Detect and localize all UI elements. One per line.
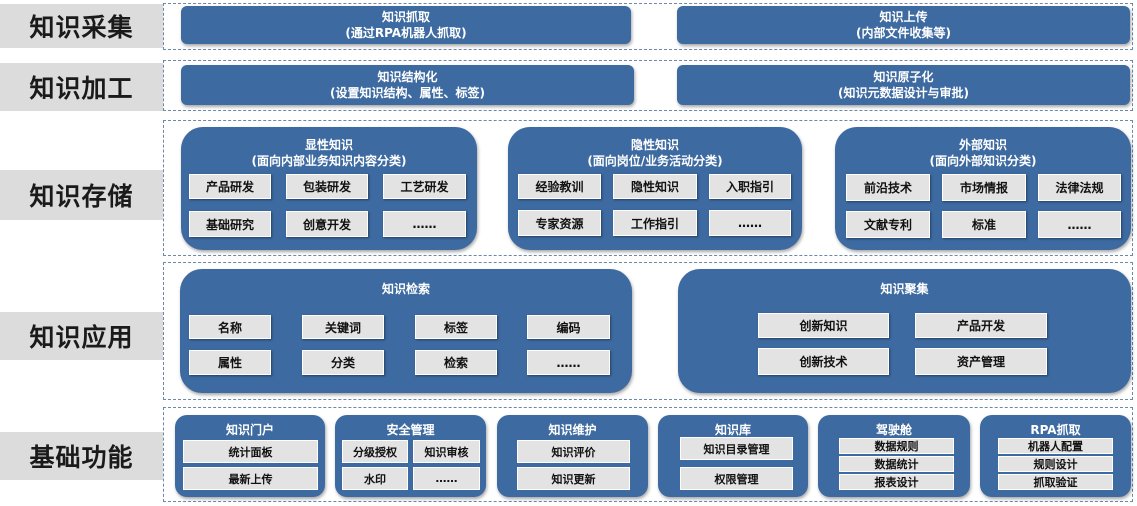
upload-title: 知识上传: [879, 10, 928, 24]
row-label-process: 知识加工: [0, 63, 163, 111]
chip-security-3: ……: [413, 467, 480, 490]
chip-explicit-1: 包装研发: [286, 174, 368, 199]
chip-portal-1: 最新上传: [183, 467, 318, 490]
chip-cluster-3: 资产管理: [915, 348, 1047, 375]
chip-portal-0: 统计面板: [183, 440, 318, 463]
atomize-subtitle: (知识元数据设计与审批): [838, 86, 969, 100]
chip-rpa-0: 机器人配置: [998, 438, 1113, 454]
chip-explicit-4: 创意开发: [286, 211, 368, 237]
chip-external-0: 前沿技术: [846, 174, 930, 201]
chip-explicit-2: 工艺研发: [383, 174, 466, 199]
structure-subtitle: (设置知识结构、属性、标签): [330, 86, 485, 100]
chip-tacit-4: 工作指引: [613, 210, 697, 236]
chip-library-0: 知识目录管理: [680, 437, 793, 460]
chip-explicit-0: 产品研发: [189, 174, 271, 199]
capture-title: 知识抓取: [381, 10, 430, 24]
chip-cockpit-2: 报表设计: [839, 474, 954, 490]
chip-tacit-5: ……: [709, 210, 791, 236]
maintain-title: 知识维护: [548, 423, 597, 437]
chip-search-0: 名称: [189, 315, 271, 339]
chip-cluster-2: 创新技术: [758, 348, 889, 375]
search-title: 知识检索: [381, 282, 430, 296]
chip-explicit-3: 基础研究: [189, 211, 271, 237]
chip-cockpit-1: 数据统计: [839, 456, 954, 472]
row-label-collect: 知识采集: [0, 4, 163, 48]
security-title: 安全管理: [386, 423, 435, 437]
chip-rpa-1: 规则设计: [998, 456, 1113, 472]
chip-rpa-2: 抓取验证: [998, 474, 1113, 490]
chip-cockpit-0: 数据规则: [839, 438, 954, 454]
row-label-store: 知识存储: [0, 170, 163, 220]
upload-subtitle: (内部文件收集等): [856, 26, 951, 40]
chip-search-7: ……: [527, 350, 610, 375]
cockpit-title: 驾驶舱: [875, 423, 912, 437]
structure-title: 知识结构化: [377, 70, 438, 84]
chip-search-5: 分类: [302, 350, 384, 375]
external-subtitle: (面向外部知识分类): [929, 154, 1037, 168]
chip-search-2: 标签: [415, 315, 497, 339]
portal-title: 知识门户: [225, 423, 274, 437]
section-collect: [163, 3, 1133, 50]
chip-cluster-0: 创新知识: [758, 313, 889, 338]
tacit-subtitle: (面向岗位/业务活动分类): [587, 154, 723, 168]
section-base: [163, 407, 1133, 502]
upload-box: 知识上传 (内部文件收集等): [677, 6, 1130, 44]
chip-search-3: 编码: [527, 315, 610, 339]
tacit-title: 隐性知识: [630, 138, 679, 152]
section-process: [163, 60, 1133, 111]
chip-security-1: 知识审核: [413, 440, 480, 463]
chip-security-0: 分级授权: [342, 440, 408, 463]
chip-external-1: 市场情报: [942, 174, 1026, 201]
explicit-subtitle: (面向内部业务知识内容分类): [251, 154, 407, 168]
chip-tacit-1: 隐性知识: [613, 174, 697, 199]
chip-maintain-1: 知识更新: [517, 467, 630, 490]
capture-box: 知识抓取 (通过RPA机器人抓取): [181, 6, 631, 44]
chip-explicit-5: ……: [383, 211, 466, 237]
structure-box: 知识结构化 (设置知识结构、属性、标签): [181, 65, 634, 105]
chip-search-4: 属性: [189, 350, 271, 375]
chip-tacit-0: 经验教训: [518, 174, 601, 199]
section-store: [163, 120, 1133, 256]
chip-security-2: 水印: [342, 467, 408, 490]
cluster-title: 知识聚集: [880, 282, 929, 296]
section-apply: [163, 262, 1133, 400]
capture-subtitle: (通过RPA机器人抓取): [345, 26, 467, 40]
chip-tacit-3: 专家资源: [518, 210, 601, 236]
row-label-base: 基础功能: [0, 432, 163, 480]
external-title: 外部知识: [958, 138, 1007, 152]
explicit-title: 显性知识: [304, 138, 353, 152]
chip-tacit-2: 入职指引: [709, 174, 791, 199]
chip-maintain-0: 知识评价: [517, 440, 630, 463]
chip-external-2: 法律法规: [1038, 174, 1121, 201]
chip-library-1: 权限管理: [680, 467, 793, 490]
atomize-box: 知识原子化 (知识元数据设计与审批): [677, 65, 1130, 105]
library-title: 知识库: [714, 423, 751, 437]
chip-external-3: 文献专利: [846, 211, 930, 238]
cluster-panel: 知识聚集: [678, 269, 1131, 393]
atomize-title: 知识原子化: [873, 70, 934, 84]
row-label-apply: 知识应用: [0, 312, 163, 360]
chip-search-6: 检索: [415, 350, 497, 375]
chip-external-5: ……: [1038, 211, 1121, 238]
chip-cluster-1: 产品开发: [915, 313, 1047, 338]
rpa-title: RPA抓取: [1030, 423, 1081, 437]
chip-search-1: 关键词: [302, 315, 384, 339]
chip-external-4: 标准: [942, 211, 1026, 238]
